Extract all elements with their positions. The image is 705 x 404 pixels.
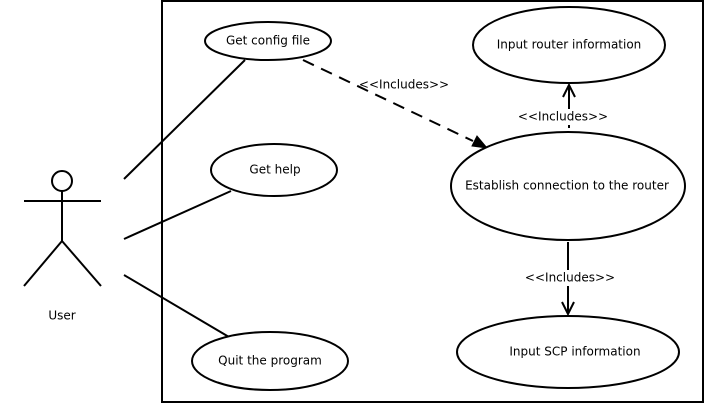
use-case-input-scp-information-label: Input SCP information	[509, 345, 640, 359]
association-get-help	[123, 190, 232, 240]
use-case-input-router-information-label: Input router information	[497, 38, 642, 52]
use-case-quit-program: Quit the program	[191, 331, 349, 391]
actor-label: User	[48, 309, 75, 323]
use-case-get-help-label: Get help	[249, 163, 300, 177]
include-router-label-bg	[521, 109, 605, 125]
use-case-input-scp-information: Input SCP information	[456, 315, 680, 389]
include-scp-label: <<Includes>>	[525, 271, 615, 285]
association-quit	[123, 274, 230, 338]
association-get-config	[123, 59, 246, 180]
include-config-arrowhead	[471, 135, 489, 149]
include-router-arrowhead	[562, 82, 576, 98]
actor-left-leg	[23, 240, 63, 287]
use-case-input-router-information: Input router information	[472, 6, 666, 84]
include-scp-label-bg	[527, 270, 613, 286]
include-establish-to-router: <<Includes>>	[518, 82, 608, 128]
use-case-get-help: Get help	[210, 143, 338, 197]
use-case-get-config-file: Get config file	[204, 21, 332, 61]
include-config-line	[302, 59, 474, 142]
include-config-label: <<Includes>>	[359, 78, 449, 92]
actor-user: User	[23, 170, 102, 323]
include-establish-to-scp: <<Includes>>	[525, 242, 615, 317]
include-router-label: <<Includes>>	[518, 110, 608, 124]
use-case-quit-program-label: Quit the program	[218, 354, 322, 368]
use-case-get-config-file-label: Get config file	[226, 34, 310, 48]
include-scp-arrowhead	[561, 301, 575, 317]
use-case-establish-connection-label: Establish connection to the router	[465, 179, 669, 193]
actor-right-leg	[61, 240, 102, 287]
use-case-establish-connection: Establish connection to the router	[450, 131, 686, 241]
include-config-to-establish: <<Includes>>	[302, 59, 489, 149]
actor-head	[51, 170, 73, 192]
